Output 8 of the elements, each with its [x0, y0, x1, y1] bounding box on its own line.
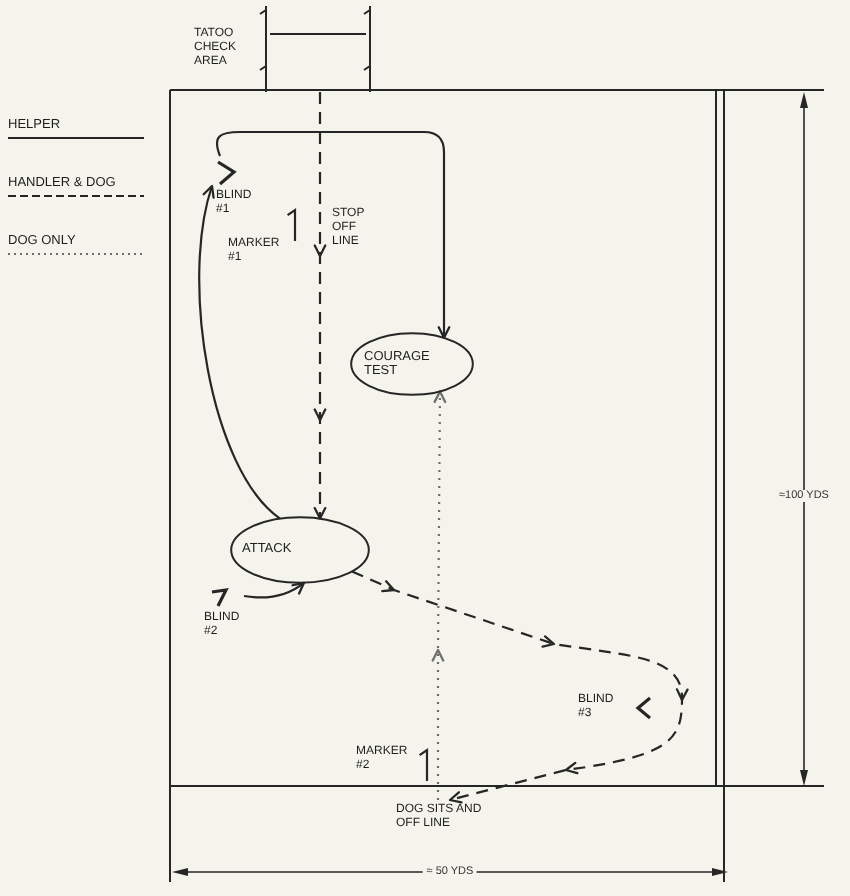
dashed-arrow: [313, 92, 327, 520]
arrow: [215, 130, 451, 339]
zone-ellipse: [350, 332, 474, 396]
arrow: [243, 581, 306, 599]
dashed-arrow: [351, 570, 689, 804]
dotted-arrow: [431, 390, 447, 800]
arrow: [198, 184, 281, 520]
zone-ellipse: [230, 516, 370, 584]
